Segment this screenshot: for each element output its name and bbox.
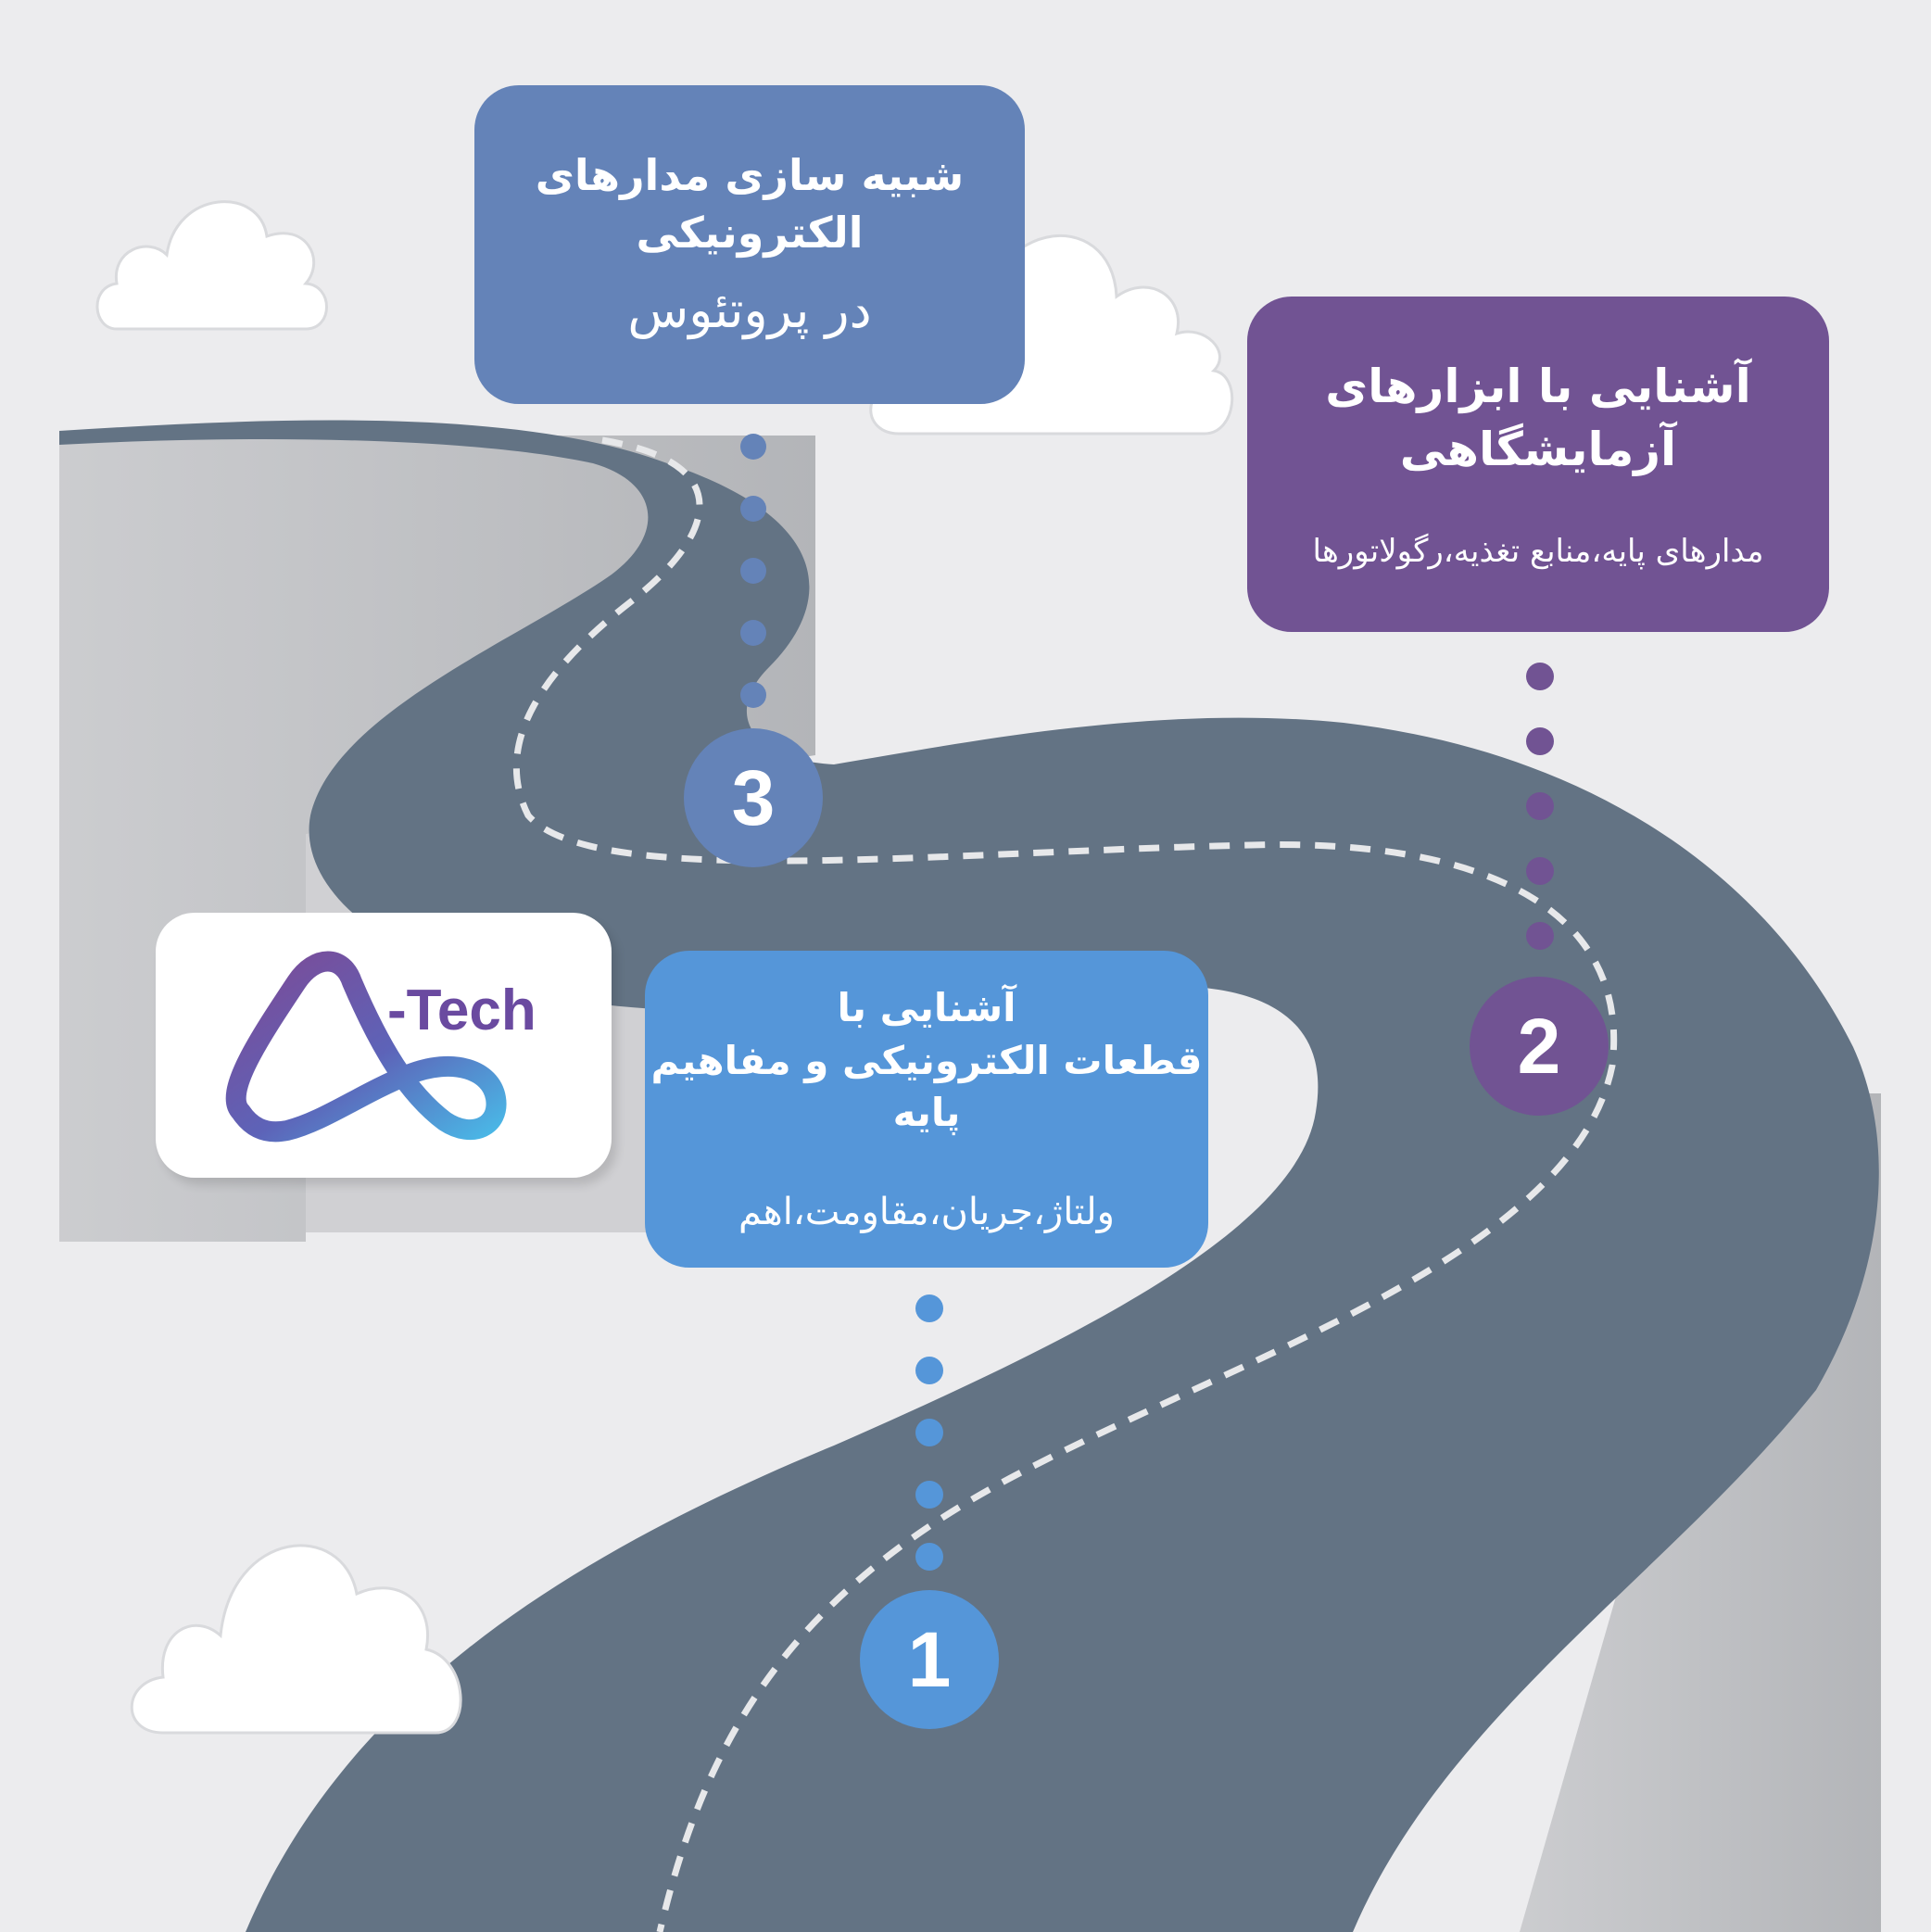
a-tech-logo-icon bbox=[225, 951, 507, 1143]
cloud-icon bbox=[130, 1544, 462, 1735]
logo-text: -Tech bbox=[387, 979, 536, 1042]
step-3-number-badge: 3 bbox=[684, 728, 823, 867]
connector-dots bbox=[1526, 663, 1554, 950]
cloud-icon bbox=[95, 200, 328, 331]
step-1-number-badge: 1 bbox=[860, 1590, 999, 1729]
road-center-line bbox=[512, 436, 1618, 1932]
step-3-title: شبیه سازی مدارهای الکترونیکی bbox=[535, 149, 965, 258]
step-1-title-line1: آشنایی با bbox=[837, 984, 1016, 1030]
road bbox=[59, 420, 1879, 1932]
step-1-title-line2: قطعات الکترونیکی و مفاهیم پایه bbox=[650, 1037, 1203, 1136]
step-2-subtitle: مدارهای پایه،منابع تغذیه،رگولاتورها bbox=[1312, 533, 1764, 571]
connector-dots bbox=[740, 434, 766, 708]
step-2-title: آشنایی با ابزارهای آزمایشگاهی bbox=[1325, 360, 1751, 476]
step-1-subtitle: ولتاژ،جریان،مقاومت،اهم bbox=[738, 1191, 1115, 1234]
step-2-number-badge: 2 bbox=[1470, 977, 1609, 1116]
step-3-card: شبیه سازی مدارهای الکترونیکی در پروتئوس bbox=[474, 85, 1025, 404]
step-2-card: آشنایی با ابزارهای آزمایشگاهی مدارهای پا… bbox=[1247, 297, 1829, 632]
step-1-card: آشنایی با قطعات الکترونیکی و مفاهیم پایه… bbox=[645, 951, 1208, 1268]
step-3-subtitle: در پروتئوس bbox=[627, 281, 872, 339]
connector-dots bbox=[915, 1294, 943, 1571]
